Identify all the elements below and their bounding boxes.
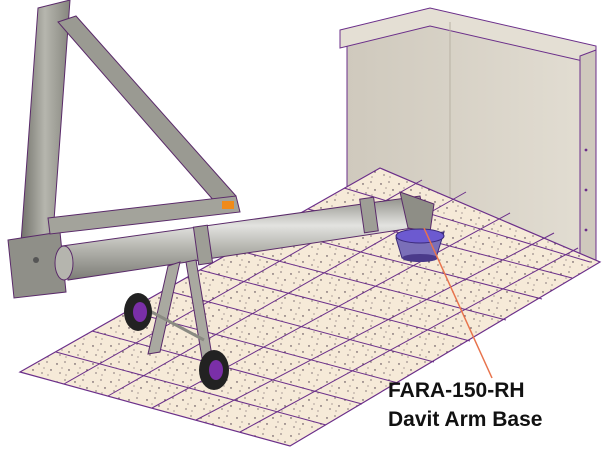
callout-label: FARA-150-RH Davit Arm Base	[388, 376, 608, 434]
wheeled-dolly	[124, 259, 229, 390]
davit-arm-base	[395, 228, 445, 262]
callout-leader-line	[423, 227, 493, 379]
callout-part-number: FARA-150-RH	[388, 379, 525, 402]
callout-part-description: Davit Arm Base	[388, 408, 543, 431]
davit-arm	[54, 191, 435, 281]
wheel-front	[199, 350, 229, 390]
mast-frame	[7, 0, 241, 299]
wheel-rear	[124, 293, 152, 331]
